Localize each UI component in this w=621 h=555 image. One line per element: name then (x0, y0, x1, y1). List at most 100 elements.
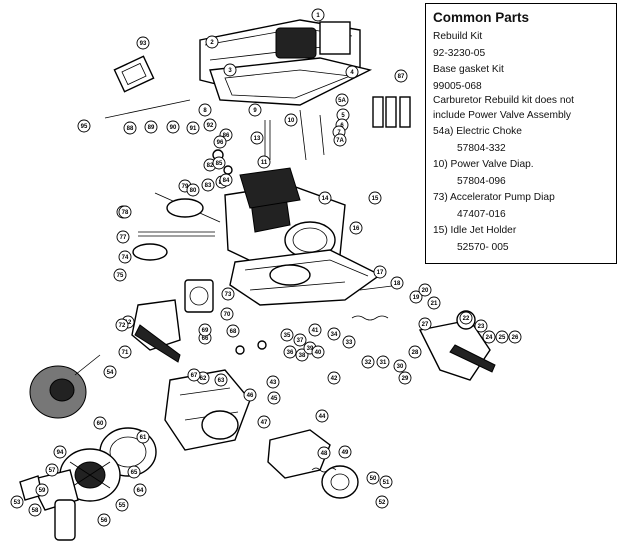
callout-label: 1 (316, 13, 320, 19)
callout-label: 29 (402, 376, 409, 382)
callout-label: 16 (353, 226, 360, 232)
choke-housing (184, 279, 214, 313)
callout-label: 8 (203, 108, 207, 114)
callout-circle (308, 323, 322, 337)
legend-line: Carburetor Rebuild kit does not (433, 95, 575, 106)
callout-label: 32 (365, 360, 372, 366)
callout-label: 15 (372, 196, 379, 202)
callout-label: 5A (338, 98, 346, 104)
callout-label: 89 (148, 125, 155, 131)
part-callouts: 123455A677A89101112131415161718192021222… (10, 8, 522, 527)
callout-circle (318, 191, 332, 205)
callout-label: 30 (397, 364, 404, 370)
callout-circle (205, 35, 219, 49)
callout-circle (115, 318, 129, 332)
callout-label: 63 (218, 378, 225, 384)
callout-circle (393, 359, 407, 373)
callout-label: 35 (284, 333, 291, 339)
callout-circle (219, 173, 233, 187)
callout-circle (187, 368, 201, 382)
callout-circle (376, 355, 390, 369)
callout-label: 18 (394, 281, 401, 287)
callout-circle (123, 121, 137, 135)
callout-label: 45 (271, 396, 278, 402)
callout-circle (118, 205, 132, 219)
callout-label: 70 (224, 312, 231, 318)
callout-circle (280, 328, 294, 342)
callout-label: 80 (190, 188, 197, 194)
callout-circle (335, 93, 349, 107)
callout-label: 74 (122, 255, 129, 261)
callout-circle (361, 355, 375, 369)
callout-circle (203, 118, 217, 132)
callout-circle (368, 191, 382, 205)
legend-line: 10) Power Valve Diap. (433, 159, 534, 170)
callout-circle (250, 131, 264, 145)
callout-label: 36 (287, 350, 294, 356)
callout-label: 14 (322, 196, 329, 202)
legend-line: 54a) Electric Choke (433, 126, 522, 137)
callout-label: 46 (247, 393, 254, 399)
legend-line: 52570- 005 (457, 241, 509, 253)
callout-label: 56 (101, 518, 108, 524)
callout-circle (35, 483, 49, 497)
callout-label: 11 (261, 160, 268, 166)
throttle-linkage (418, 310, 496, 381)
legend-line: 73) Accelerator Pump Diap (433, 192, 555, 203)
callout-label: 37 (297, 338, 304, 344)
callout-label: 52 (379, 500, 386, 506)
callout-label: 83 (205, 183, 212, 189)
callout-circle (283, 345, 297, 359)
callout-label: 33 (346, 340, 353, 346)
callout-circle (373, 265, 387, 279)
callout-circle (459, 311, 473, 325)
callout-label: 85 (216, 161, 223, 167)
callout-label: 82 (207, 163, 214, 169)
callout-label: 69 (202, 328, 209, 334)
callout-circle (45, 463, 59, 477)
callout-circle (166, 120, 180, 134)
callout-label: 34 (331, 332, 338, 338)
callout-label: 54 (107, 370, 114, 376)
callout-label: 17 (377, 270, 384, 276)
callout-label: 75 (117, 273, 124, 279)
callout-circle (77, 119, 91, 133)
callout-circle (345, 65, 359, 79)
callout-label: 2 (210, 40, 214, 46)
callout-circle (115, 498, 129, 512)
callout-circle (408, 345, 422, 359)
callout-circle (317, 446, 331, 460)
callout-label: 79 (182, 184, 189, 190)
callout-circle (116, 230, 130, 244)
float (239, 167, 301, 209)
callout-circle (220, 307, 234, 321)
callout-circle (508, 330, 522, 344)
callout-circle (482, 330, 496, 344)
callout-label: 22 (463, 316, 470, 322)
callout-circle (257, 155, 271, 169)
callout-circle (118, 345, 132, 359)
legend-line: Rebuild Kit (433, 31, 483, 42)
callout-label: 50 (370, 476, 377, 482)
callout-label: 71 (122, 350, 129, 356)
power-valve-assembly (267, 429, 359, 499)
callout-label: 96 (217, 140, 224, 146)
callout-label: 66 (202, 336, 209, 342)
top-gasket (209, 57, 373, 106)
small-screws-and-springs (212, 109, 389, 473)
callout-label: 51 (383, 480, 390, 486)
callout-label: 3 (228, 68, 232, 74)
callout-label: 6 (340, 123, 344, 129)
callout-circle (243, 388, 257, 402)
callout-circle (390, 276, 404, 290)
callout-label: 19 (413, 295, 420, 301)
callout-circle (97, 513, 111, 527)
callout-circle (118, 250, 132, 264)
callout-label: 42 (331, 376, 338, 382)
callout-circle (223, 63, 237, 77)
callout-label: 91 (190, 126, 197, 132)
callout-label: 27 (422, 322, 429, 328)
callout-label: 47 (261, 420, 268, 426)
callout-circle (474, 319, 488, 333)
